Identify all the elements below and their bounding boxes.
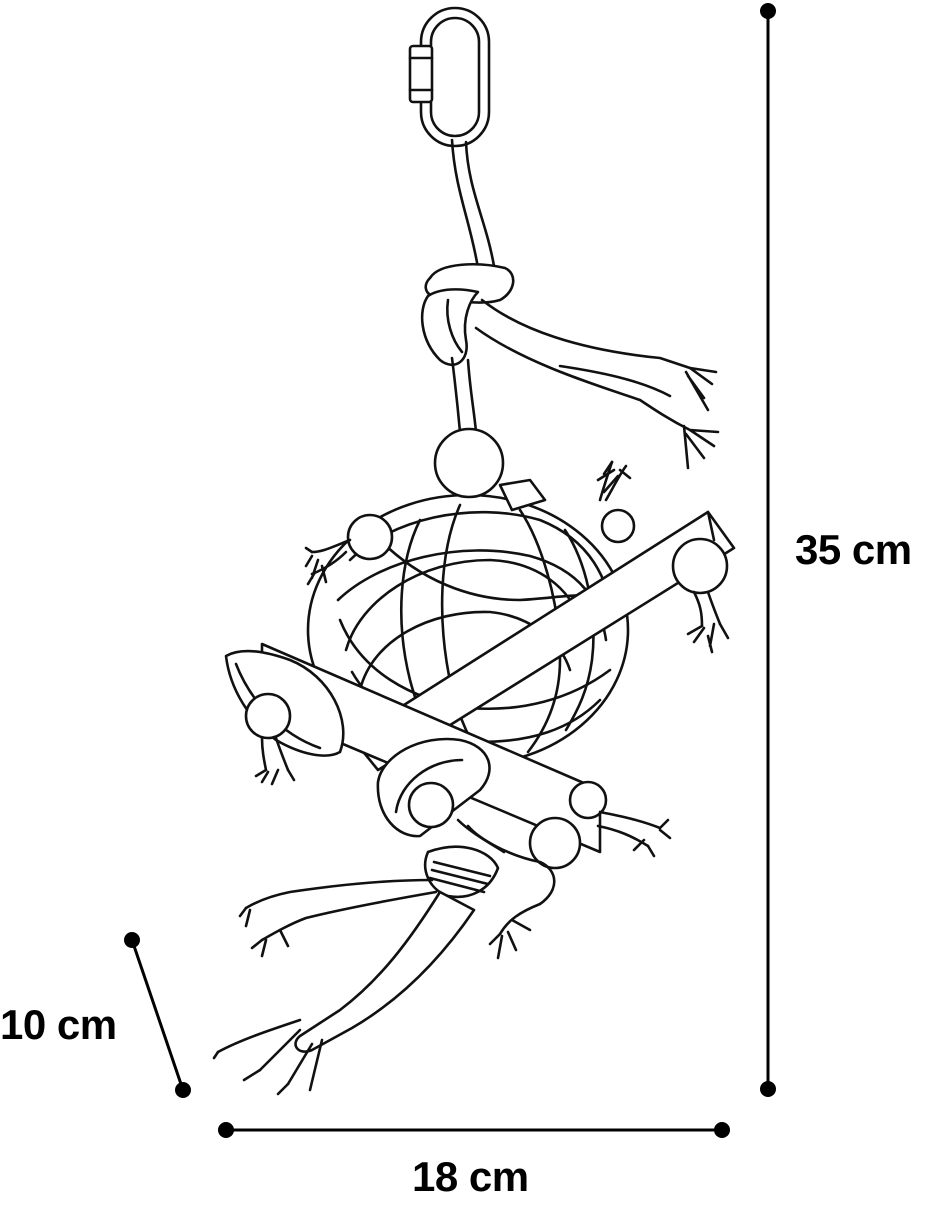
top-wood-bead (433, 427, 505, 499)
depth-label: 10 cm (0, 1001, 117, 1048)
bottom-fringe (212, 890, 476, 1096)
toy-illustration (212, 6, 736, 1096)
depth-dimension-line (124, 932, 191, 1098)
left-bead-tassel (304, 513, 394, 586)
height-label: 35 cm (795, 526, 912, 573)
right-lower-tassel (596, 810, 672, 858)
carabiner-clip (408, 6, 491, 148)
rope-tassels-right (474, 298, 720, 470)
inner-rope (450, 356, 478, 434)
rope-knot (420, 263, 515, 367)
bottom-rope (423, 818, 556, 960)
left-lower-tassel (238, 878, 438, 958)
plank-end-bead (671, 537, 730, 654)
width-label: 18 cm (412, 1153, 529, 1200)
wood-disc-front (376, 737, 608, 870)
width-dimension-line (218, 1122, 730, 1138)
hanging-rope (450, 138, 496, 270)
right-bead-tassel (596, 460, 636, 544)
height-dimension-line (760, 3, 776, 1097)
